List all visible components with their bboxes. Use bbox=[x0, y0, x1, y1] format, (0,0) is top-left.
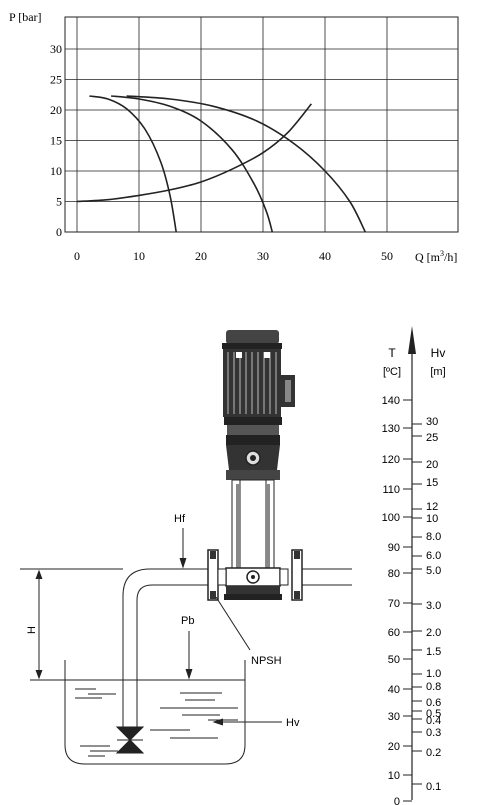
piping-and-tank bbox=[20, 528, 352, 765]
x-tick-label: 40 bbox=[319, 249, 331, 263]
t-scale-label: 50 bbox=[388, 654, 400, 666]
y-tick-label: 15 bbox=[50, 134, 62, 148]
y-axis-label: P [bar] bbox=[9, 10, 42, 24]
scale-t-unit: [ºC] bbox=[383, 366, 401, 378]
label-hf: Hf bbox=[174, 513, 186, 525]
label-h: H bbox=[26, 626, 38, 634]
x-axis-label: Q [m3/h] bbox=[415, 249, 457, 264]
hv-scale-label: 3.0 bbox=[426, 600, 441, 612]
hv-scale-ticks: 3025201512108.06.05.03.02.01.51.00.80.60… bbox=[412, 416, 441, 793]
scale-t-title: T bbox=[388, 346, 396, 360]
hv-scale-label: 2.0 bbox=[426, 627, 441, 639]
chart-tick-labels: 0 5 10 15 20 25 30 0 10 20 30 40 50 bbox=[50, 42, 393, 263]
series-line-4 bbox=[76, 103, 313, 203]
x-tick-label: 20 bbox=[195, 249, 207, 263]
hv-scale-label: 8.0 bbox=[426, 531, 441, 543]
x-tick-label: 30 bbox=[257, 249, 269, 263]
y-tick-label: 30 bbox=[50, 42, 62, 56]
hv-scale-label: 25 bbox=[426, 432, 438, 444]
label-pb: Pb bbox=[181, 615, 194, 627]
t-scale-label: 90 bbox=[388, 542, 400, 554]
y-tick-label: 20 bbox=[50, 103, 62, 117]
hv-scale-label: 0.4 bbox=[426, 715, 441, 727]
hv-scale-label: 0.1 bbox=[426, 781, 441, 793]
hv-scale-label: 0.8 bbox=[426, 681, 441, 693]
scale-hv-title: Hv bbox=[431, 346, 446, 360]
label-hv: Hv bbox=[286, 717, 300, 729]
hv-scale-label: 10 bbox=[426, 513, 438, 525]
hv-scale-label: 1.0 bbox=[426, 668, 441, 680]
x-tick-label: 10 bbox=[133, 249, 145, 263]
y-tick-label: 0 bbox=[56, 225, 62, 239]
t-scale-label: 100 bbox=[382, 512, 400, 524]
hv-scale-label: 30 bbox=[426, 416, 438, 428]
label-npsh: NPSH bbox=[251, 655, 282, 667]
hv-scale-label: 12 bbox=[426, 501, 438, 513]
hv-scale-label: 20 bbox=[426, 459, 438, 471]
temperature-hv-scale: T [ºC] Hv [m] 14013012011010090807060504… bbox=[382, 326, 446, 805]
scale-hv-unit: [m] bbox=[430, 366, 445, 378]
t-scale-label: 0 bbox=[394, 796, 400, 805]
hv-scale-label: 1.5 bbox=[426, 646, 441, 658]
y-tick-label: 25 bbox=[50, 73, 62, 87]
hv-scale-label: 0.6 bbox=[426, 697, 441, 709]
t-scale-label: 70 bbox=[388, 598, 400, 610]
series-line-2 bbox=[111, 95, 274, 233]
t-scale-label: 130 bbox=[382, 423, 400, 435]
chart-series bbox=[76, 95, 367, 233]
y-tick-label: 5 bbox=[56, 195, 62, 209]
hv-scale-label: 0.5 bbox=[426, 708, 441, 720]
y-tick-label: 10 bbox=[50, 164, 62, 178]
hv-scale-label: 0.2 bbox=[426, 747, 441, 759]
t-scale-label: 40 bbox=[388, 684, 400, 696]
scale-arrow-icon bbox=[408, 326, 416, 354]
series-line-3 bbox=[126, 95, 367, 233]
x-tick-label: 50 bbox=[381, 249, 393, 263]
t-scale-label: 60 bbox=[388, 627, 400, 639]
t-scale-label: 140 bbox=[382, 395, 400, 407]
t-scale-label: 120 bbox=[382, 454, 400, 466]
t-scale-label: 30 bbox=[388, 711, 400, 723]
t-scale-label: 10 bbox=[388, 770, 400, 782]
t-scale-label: 80 bbox=[388, 568, 400, 580]
t-scale-label: 110 bbox=[382, 484, 400, 496]
hv-scale-label: 5.0 bbox=[426, 565, 441, 577]
series-line-1 bbox=[89, 95, 177, 233]
hv-scale-label: 6.0 bbox=[426, 550, 441, 562]
t-scale-label: 20 bbox=[388, 741, 400, 753]
hv-scale-label: 15 bbox=[426, 477, 438, 489]
x-tick-label: 0 bbox=[74, 249, 80, 263]
hv-scale-label: 0.3 bbox=[426, 727, 441, 739]
pump-illustration bbox=[207, 330, 303, 601]
